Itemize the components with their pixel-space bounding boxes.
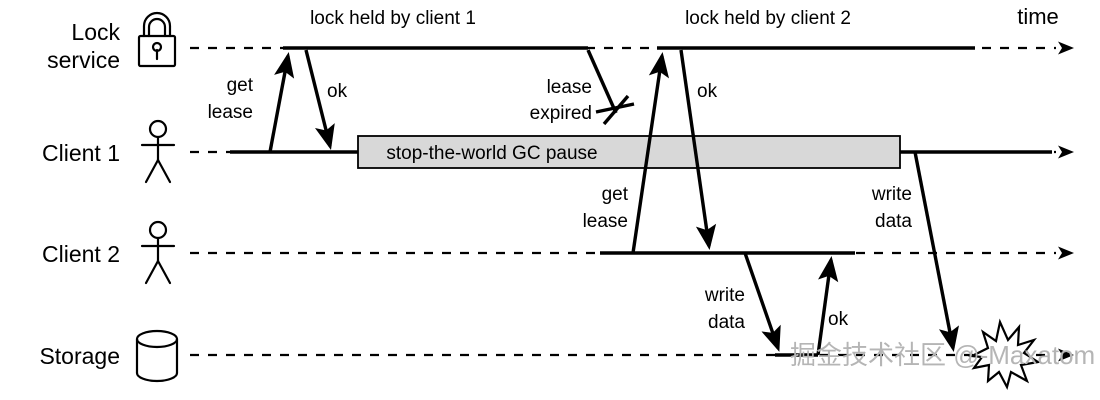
message-label-lease-expired: lease expired xyxy=(530,77,592,124)
lane-label-storage: Storage xyxy=(39,343,120,369)
arrow-get-lease-1 xyxy=(268,51,295,153)
message-label-get-lease-1-line1: get xyxy=(227,75,254,96)
message-label-write-data-client-1-line1: write xyxy=(871,184,912,205)
message-label-ok-2: ok xyxy=(697,81,718,102)
gc-pause-box xyxy=(357,135,901,169)
padlock-icon xyxy=(137,11,177,68)
time-arrowhead-client-1 xyxy=(1058,145,1074,159)
message-label-write-data-client-2-line1: write xyxy=(704,285,745,306)
message-label-write-data-client-1-line2: data xyxy=(875,211,912,232)
watermark-text: 掘金技术社区 @-Maxatom xyxy=(790,340,1095,370)
message-label-get-lease-2-line2: lease xyxy=(583,211,628,232)
message-label-lease-expired-line2: expired xyxy=(530,103,592,124)
span-label-lock-held-client-2: lock held by client 2 xyxy=(685,8,851,29)
database-cylinder-icon xyxy=(135,329,179,383)
lane-label-lock-service-line2: service xyxy=(47,47,120,73)
lane-label-client-2: Client 2 xyxy=(42,241,120,267)
arrow-lease-expired xyxy=(586,49,618,114)
span-label-lock-held-client-1: lock held by client 1 xyxy=(310,8,476,29)
message-label-ok-3: ok xyxy=(828,309,849,330)
collision-burst-icon xyxy=(968,318,1041,390)
message-label-get-lease-1: get lease xyxy=(208,75,254,123)
lane-label-lock-service-line1: Lock xyxy=(71,19,120,45)
arrow-write-data-client-1 xyxy=(913,151,960,353)
lane-label-lock-service: Lock service xyxy=(47,19,120,73)
arrow-ok-3 xyxy=(816,255,839,356)
stick-figure-icon-client-1 xyxy=(140,119,176,184)
message-label-get-lease-2: get lease xyxy=(583,184,629,232)
time-arrowhead-lock-service xyxy=(1058,41,1074,55)
message-label-get-lease-2-line1: get xyxy=(602,184,629,205)
arrow-write-data-client-2 xyxy=(743,252,781,352)
lane-label-client-1: Client 1 xyxy=(42,140,120,166)
message-label-ok-1: ok xyxy=(327,81,348,102)
time-arrowhead-client-2 xyxy=(1058,246,1074,260)
stick-figure-icon-client-2 xyxy=(140,220,176,285)
message-label-lease-expired-line1: lease xyxy=(547,77,592,98)
arrow-ok-2 xyxy=(679,49,717,251)
message-label-write-data-client-2-line2: data xyxy=(708,312,745,333)
time-axis-label: time xyxy=(1017,4,1059,29)
message-label-write-data-client-2: write data xyxy=(704,285,746,333)
message-label-get-lease-1-line2: lease xyxy=(208,102,253,123)
arrow-get-lease-2 xyxy=(631,51,670,254)
lease-expiry-cross-icon xyxy=(595,94,635,126)
time-arrowhead-storage xyxy=(1058,348,1074,362)
message-label-write-data-client-1: write data xyxy=(871,184,913,232)
arrow-ok-1 xyxy=(304,49,335,150)
gc-pause-label: stop-the-world GC pause xyxy=(386,143,597,164)
